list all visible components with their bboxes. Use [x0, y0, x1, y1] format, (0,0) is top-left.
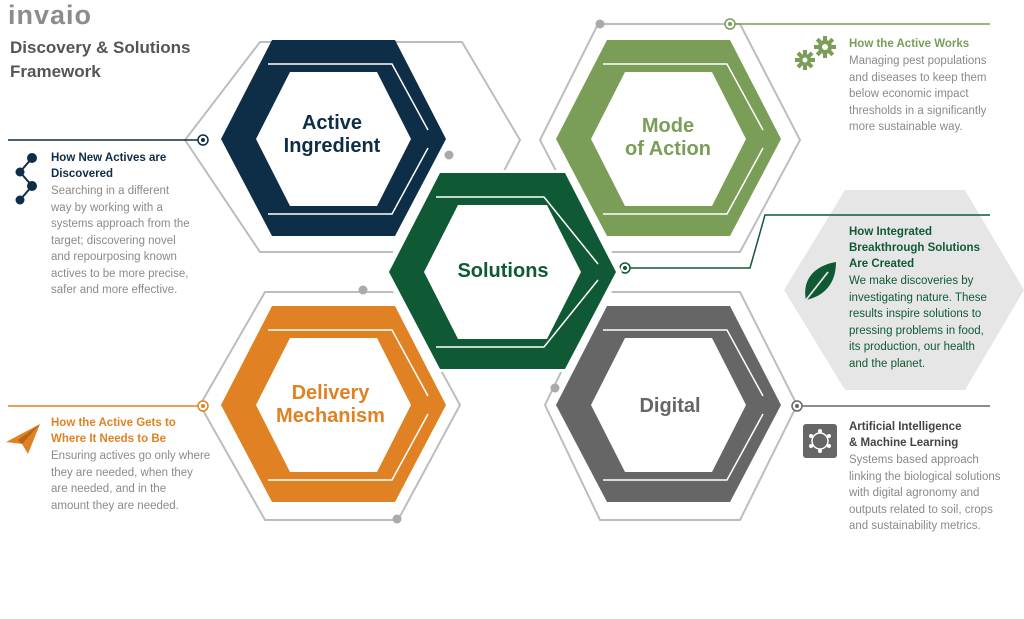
- hexagon-delivery-mechanism: [221, 306, 446, 502]
- outline-hex-bottom-left: [198, 291, 462, 521]
- brand-logo: invaio: [8, 0, 93, 30]
- block-ai: Artificial Intelligence & Machine Learni…: [849, 421, 1001, 532]
- hexagon-digital: [556, 306, 781, 502]
- hexagon-active-ingredient: [221, 40, 446, 236]
- label-delivery-mechanism: Delivery Mechanism: [276, 382, 385, 427]
- label-solutions: Solutions: [457, 260, 549, 282]
- connector-endpoints: [197, 18, 803, 412]
- vertex-dots: [358, 19, 605, 524]
- connectors: [8, 23, 990, 407]
- hexagon-solutions: [383, 170, 622, 372]
- label-active-ingredient: Active Ingredient: [283, 112, 381, 157]
- connector-integrated: [625, 214, 990, 269]
- paper-plane-icon: [4, 418, 44, 461]
- page-title: Discovery & Solutions Framework: [10, 38, 191, 81]
- outline-hex-top-left: [183, 41, 522, 253]
- circuit-icon: [803, 424, 837, 463]
- integrated-background-hexagon: [784, 190, 1024, 390]
- leaf-icon: [800, 258, 840, 309]
- network-nodes-icon: [10, 150, 44, 215]
- gears-icon: [794, 36, 840, 77]
- hexagon-mode-of-action: [556, 40, 781, 236]
- label-digital: Digital: [639, 395, 701, 417]
- block-active-works: How the Active Works Managing pest popul…: [849, 38, 987, 133]
- block-integrated: How Integrated Breakthrough Solutions Ar…: [849, 226, 987, 370]
- block-new-actives: How New Actives are Discovered Searching…: [51, 152, 190, 296]
- block-active-gets: How the Active Gets to Where It Needs to…: [51, 417, 211, 512]
- label-mode-of-action: Mode of Action: [625, 115, 711, 160]
